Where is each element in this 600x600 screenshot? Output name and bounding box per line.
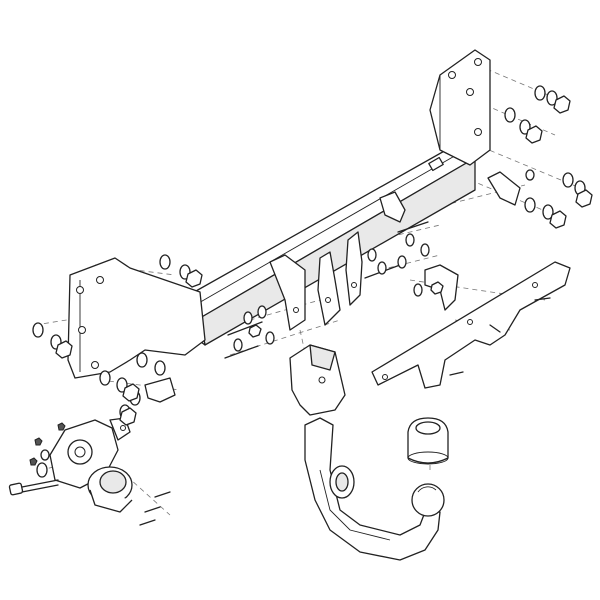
center-brackets (269, 191, 406, 331)
right-mounting-plate (429, 49, 491, 166)
lower-support-strap (371, 261, 571, 389)
washer-icon (32, 85, 586, 478)
mount-hole (78, 326, 86, 334)
left-mounting-plate (67, 257, 206, 379)
mount-hole (474, 128, 482, 136)
mount-hole (96, 276, 104, 284)
detachable-ball-neck (304, 417, 445, 561)
electrical-socket (87, 466, 133, 513)
mount-hole (91, 361, 99, 369)
receiver-tube (289, 344, 346, 416)
tow-ball-icon (411, 483, 445, 517)
mount-hole (466, 88, 474, 96)
small-side-brackets (144, 171, 521, 403)
mount-hole (474, 58, 482, 66)
bolts-nuts-washers (8, 85, 593, 526)
bolt-icon (8, 479, 59, 496)
mount-hole (448, 71, 456, 79)
mount-hole (76, 286, 84, 294)
screw-icon (139, 491, 171, 526)
nut-icon (29, 95, 593, 466)
tow-ball-cap (407, 417, 449, 465)
